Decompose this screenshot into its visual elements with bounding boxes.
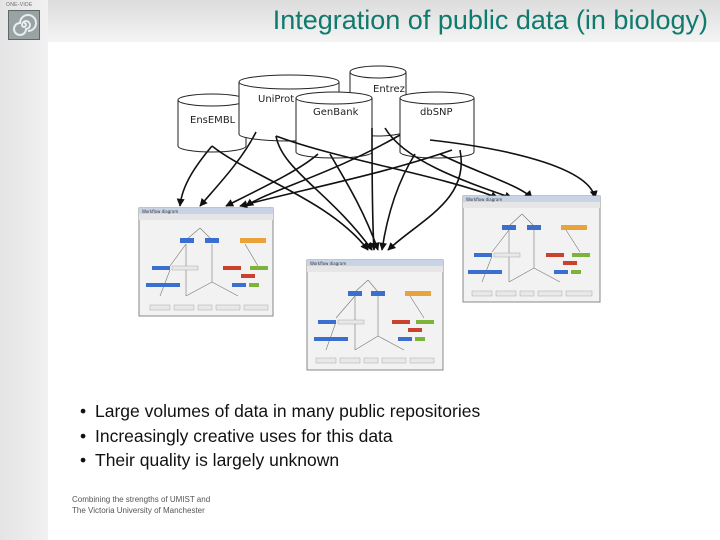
database-label-entrez: Entrez xyxy=(373,84,405,95)
workflow-window-1: Workflow diagram xyxy=(138,207,274,317)
logo xyxy=(8,10,40,40)
footer-line-1: Combining the strengths of UMIST and xyxy=(72,495,211,504)
bullet-item: Increasingly creative uses for this data xyxy=(80,424,480,449)
database-cylinder-ensembl xyxy=(177,93,247,153)
connection-arrows xyxy=(176,127,598,251)
database-label-dbsnp: dbSNP xyxy=(420,107,453,118)
workflow-window-2: Workflow diagram xyxy=(306,259,444,371)
page-title: Integration of public data (in biology) xyxy=(272,5,708,35)
database-label-uniprot: UniProt xyxy=(258,94,295,105)
database-cylinder-genbank xyxy=(295,91,373,159)
bullet-list: Large volumes of data in many public rep… xyxy=(80,399,480,473)
database-cylinder-dbsnp xyxy=(399,91,475,159)
header-band xyxy=(48,0,720,42)
workflow-window-3: Workflow diagram xyxy=(462,195,601,303)
database-label-ensembl: EnsEMBL xyxy=(190,115,236,126)
workflow-window-2-title: Workflow diagram xyxy=(310,261,346,266)
footer-line-2: The Victoria University of Manchester xyxy=(72,506,205,515)
bullet-item: Large volumes of data in many public rep… xyxy=(80,399,480,424)
spiral-logo-icon xyxy=(13,14,37,36)
bullet-item: Their quality is largely unknown xyxy=(80,448,480,473)
workflow-window-3-title: Workflow diagram xyxy=(466,197,502,202)
left-sidebar-band xyxy=(0,0,48,540)
database-label-genbank: GenBank xyxy=(313,107,359,118)
workflow-window-1-title: Workflow diagram xyxy=(142,209,178,214)
footer-credit: Combining the strengths of UMIST and The… xyxy=(72,494,210,516)
logo-caption: ONE-VIDE xyxy=(6,2,33,8)
